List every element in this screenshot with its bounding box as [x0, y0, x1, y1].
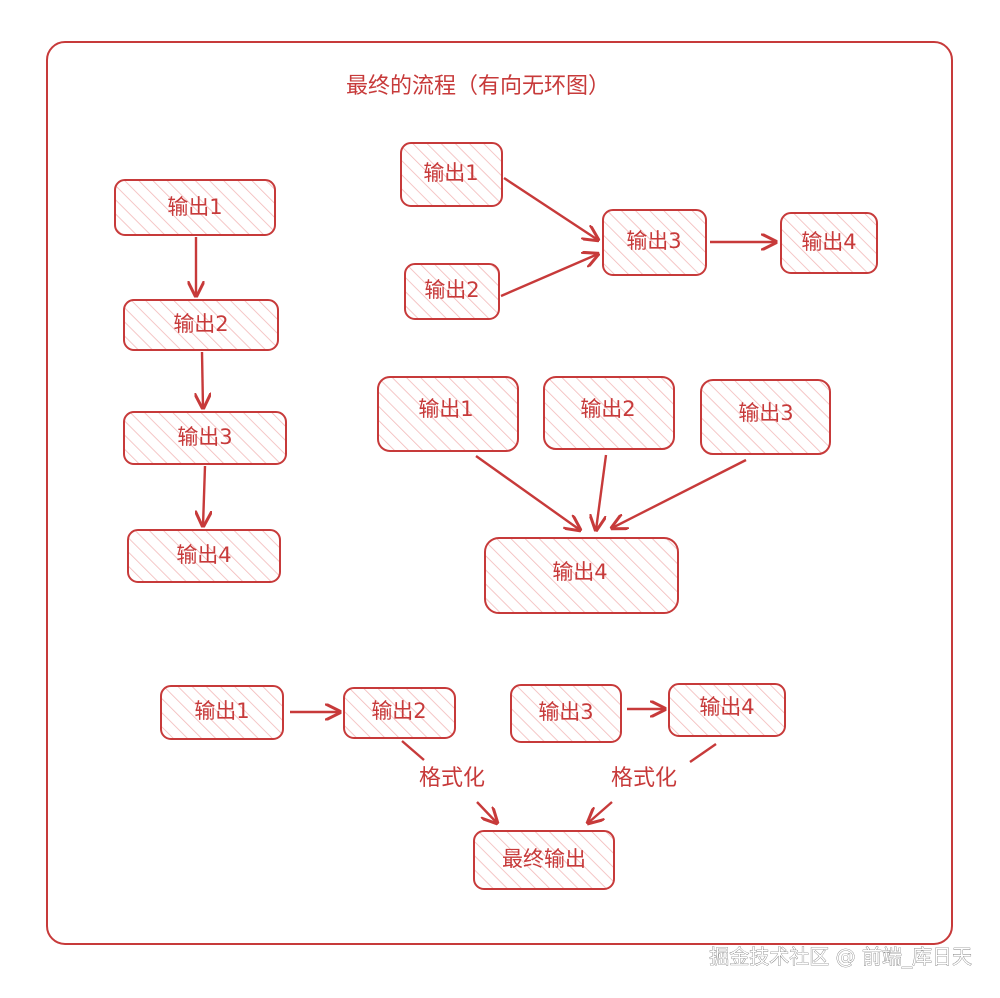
format-node-3: 输出3 [510, 684, 622, 743]
linear-node-2: 输出2 [123, 299, 279, 351]
merge-node-1-label: 输出1 [423, 161, 478, 185]
format-left-connector [401, 740, 425, 761]
format-node-1: 输出1 [160, 685, 284, 740]
watermark-text: 掘金技术社区 @ 前端_库日天 [709, 945, 972, 969]
format-left-arrow [476, 801, 497, 823]
fan-in-node-4-label: 输出4 [552, 560, 607, 584]
format-graph: 输出1 输出2 输出3 输出4 最终输出 格式化 格式化 [160, 683, 786, 890]
linear-arrow-2-3 [202, 351, 203, 408]
format-final-node: 最终输出 [473, 830, 615, 890]
linear-node-4-label: 输出4 [176, 543, 231, 567]
merge-arrow-2-3 [500, 254, 598, 298]
fan-in-arrow-2-4 [596, 454, 608, 530]
fan-in-node-3-label: 输出3 [738, 401, 793, 425]
fan-in-graph: 输出1 输出2 输出3 输出4 [377, 376, 831, 614]
format-label-right: 格式化 [611, 766, 677, 791]
format-node-4: 输出4 [668, 683, 786, 737]
merge-node-3: 输出3 [602, 209, 707, 276]
format-node-2: 输出2 [343, 687, 456, 739]
format-node-1-label: 输出1 [194, 699, 249, 723]
format-right-connector [689, 743, 717, 763]
linear-node-3: 输出3 [123, 411, 287, 465]
merge-arrow-1-3 [503, 176, 598, 240]
fan-in-node-2: 输出2 [543, 376, 675, 450]
diagram-title: 最终的流程（有向无环图） [346, 74, 610, 99]
fan-in-node-2-label: 输出2 [580, 397, 635, 421]
merge-node-4-label: 输出4 [801, 230, 856, 254]
format-right-arrow [588, 801, 613, 823]
fan-in-node-3: 输出3 [700, 379, 831, 455]
outer-frame [46, 41, 953, 945]
merge-node-2-label: 输出2 [424, 278, 479, 302]
linear-node-1-label: 输出1 [167, 195, 222, 219]
merge-graph: 输出1 输出2 输出3 输出4 [400, 142, 878, 320]
fan-in-node-4: 输出4 [484, 537, 679, 614]
format-node-4-label: 输出4 [699, 695, 754, 719]
format-node-3-label: 输出3 [538, 700, 593, 724]
merge-node-3-label: 输出3 [626, 229, 681, 253]
linear-node-1: 输出1 [114, 179, 276, 236]
merge-node-1: 输出1 [400, 142, 503, 207]
fan-in-node-1: 输出1 [377, 376, 519, 452]
merge-node-2: 输出2 [404, 263, 500, 320]
format-final-node-label: 最终输出 [502, 847, 586, 871]
linear-chain: 输出1 输出2 输出3 输出4 [114, 179, 287, 583]
linear-arrow-3-4 [203, 465, 205, 526]
fan-in-arrow-1-4 [475, 455, 580, 530]
linear-node-4: 输出4 [127, 529, 281, 583]
format-label-left: 格式化 [419, 766, 485, 791]
linear-node-2-label: 输出2 [173, 312, 228, 336]
linear-node-3-label: 输出3 [177, 425, 232, 449]
fan-in-node-1-label: 输出1 [418, 397, 473, 421]
fan-in-arrow-3-4 [612, 458, 747, 528]
format-node-2-label: 输出2 [371, 699, 426, 723]
merge-node-4: 输出4 [780, 212, 878, 274]
